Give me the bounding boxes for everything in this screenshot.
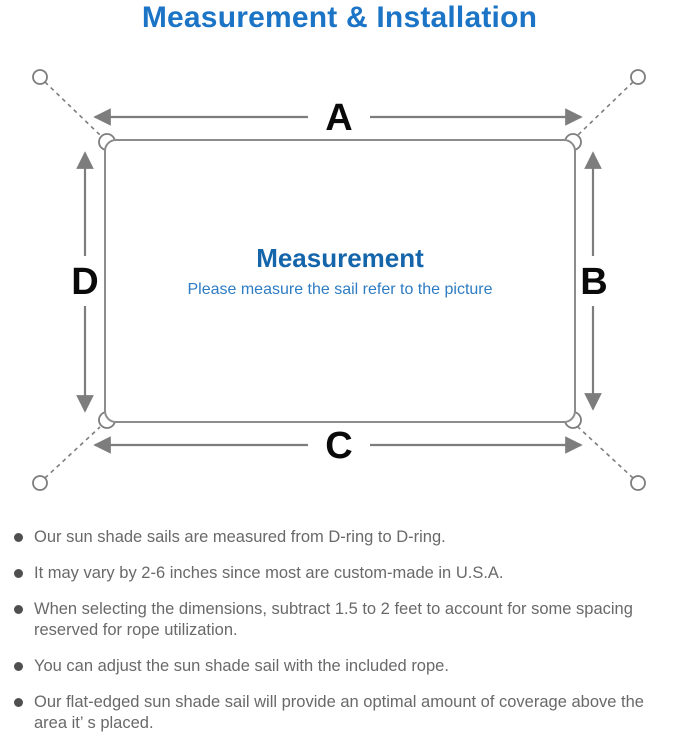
bullet-icon xyxy=(14,533,23,542)
diagram-center-subtitle: Please measure the sail refer to the pic… xyxy=(187,281,492,298)
sail-rectangle xyxy=(104,139,576,423)
list-item: You can adjust the sun shade sail with t… xyxy=(14,656,673,677)
anchor-ring-top-left xyxy=(32,69,48,85)
dimension-label-a: A xyxy=(325,97,352,139)
dimension-label-d: D xyxy=(71,261,98,303)
sail-measurement-diagram: A C D B Measurement Please measure the s… xyxy=(32,69,646,491)
note-text: Our flat-edged sun shade sail will provi… xyxy=(34,693,644,732)
list-item: It may vary by 2-6 inches since most are… xyxy=(14,563,673,584)
bullet-icon xyxy=(14,605,23,614)
note-text: You can adjust the sun shade sail with t… xyxy=(34,657,449,675)
dimension-label-c: C xyxy=(325,425,352,467)
page-title: Measurement & Installation xyxy=(141,1,538,34)
diagram-center-title: Measurement xyxy=(256,243,424,273)
bullet-icon xyxy=(14,698,23,707)
rope-dashed-line-top-right xyxy=(577,81,634,136)
list-item: Our flat-edged sun shade sail will provi… xyxy=(14,692,673,734)
measurement-notes-list: Our sun shade sails are measured from D-… xyxy=(14,527,673,749)
note-text: It may vary by 2-6 inches since most are… xyxy=(34,564,504,582)
rope-dashed-line-bottom-right xyxy=(577,426,634,479)
dimension-label-b: B xyxy=(580,261,607,303)
anchor-ring-top-right xyxy=(630,69,646,85)
note-text: Our sun shade sails are measured from D-… xyxy=(34,528,446,546)
anchor-ring-bottom-left xyxy=(32,475,48,491)
anchor-ring-bottom-right xyxy=(630,475,646,491)
note-text: When selecting the dimensions, subtract … xyxy=(34,600,633,639)
list-item: When selecting the dimensions, subtract … xyxy=(14,599,673,641)
bullet-icon xyxy=(14,662,23,671)
bullet-icon xyxy=(14,569,23,578)
rope-dashed-line-top-left xyxy=(44,81,101,136)
list-item: Our sun shade sails are measured from D-… xyxy=(14,527,673,548)
rope-dashed-line-bottom-left xyxy=(44,426,101,479)
